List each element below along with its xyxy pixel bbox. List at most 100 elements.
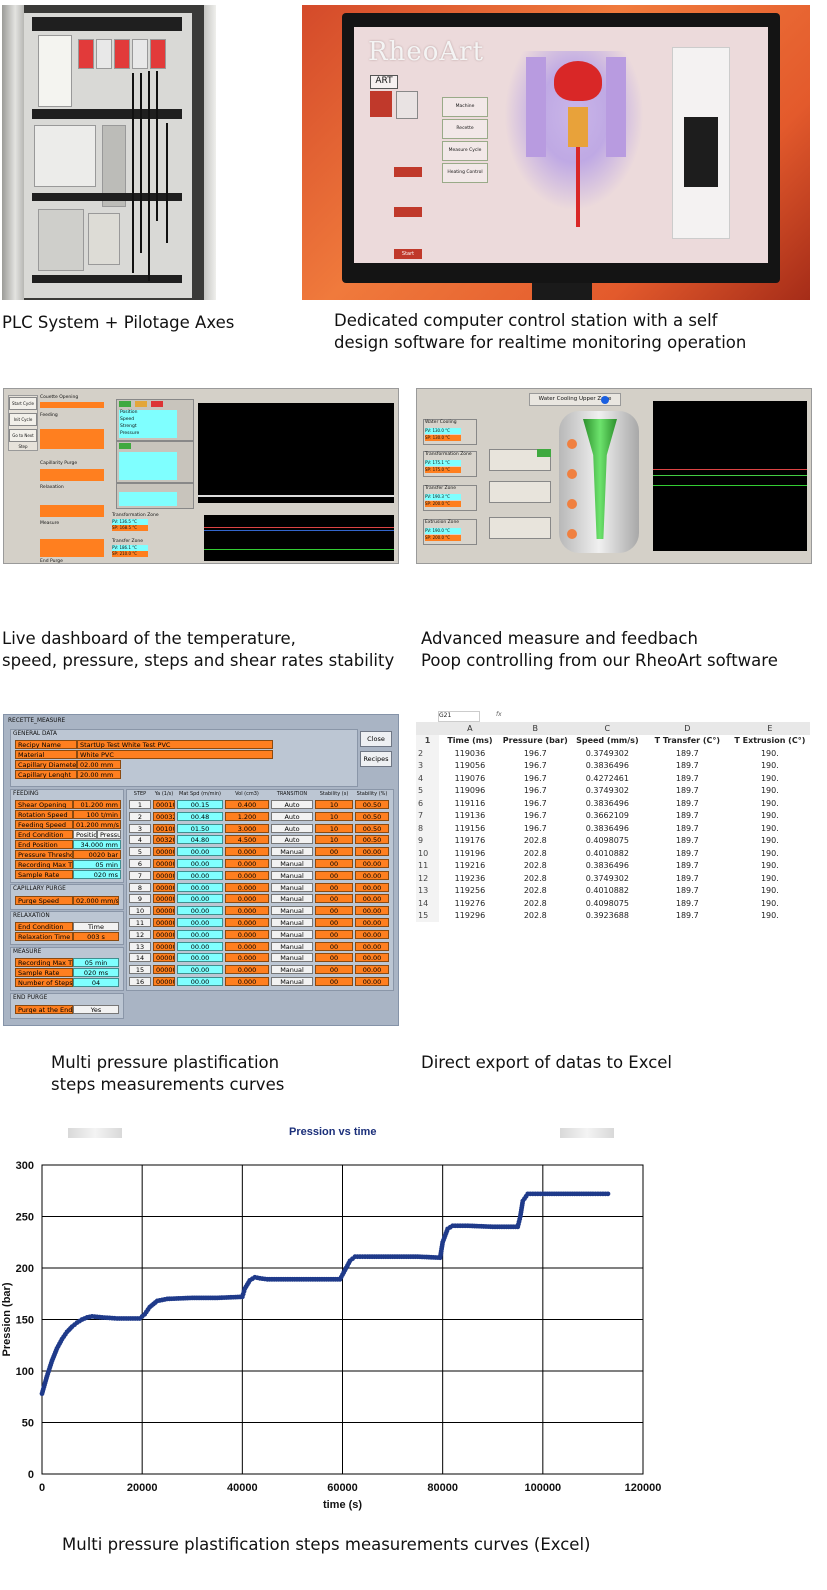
- excel-cell[interactable]: 189.7: [675, 786, 699, 796]
- excel-cell[interactable]: 189.7: [675, 861, 699, 871]
- excel-cell[interactable]: 202.8: [523, 911, 547, 921]
- transition-select[interactable]: Manual: [271, 965, 313, 975]
- excel-cell[interactable]: 0.4098075: [585, 898, 629, 908]
- excel-cell[interactable]: 189.7: [675, 836, 699, 846]
- excel-cell[interactable]: 190.: [760, 886, 779, 896]
- excel-cell[interactable]: 196.7: [523, 786, 547, 796]
- row-number[interactable]: 5: [416, 784, 440, 797]
- excel-cell[interactable]: 190.: [760, 811, 779, 821]
- excel-header[interactable]: T Transfer (C°): [654, 736, 721, 746]
- excel-cell[interactable]: 190.: [760, 848, 779, 858]
- excel-cell[interactable]: 119276: [454, 898, 486, 908]
- start-cycle-button[interactable]: Start Cycle: [9, 397, 37, 410]
- row-number[interactable]: 6: [416, 797, 440, 810]
- transition-select[interactable]: Manual: [271, 941, 313, 951]
- transition-select[interactable]: Manual: [271, 859, 313, 868]
- excel-cell[interactable]: 189.7: [675, 873, 699, 883]
- excel-cell[interactable]: 119096: [454, 786, 486, 796]
- excel-cell[interactable]: 119196: [454, 848, 486, 858]
- transition-select[interactable]: Manual: [271, 847, 313, 857]
- monitor-menu-2[interactable]: Recette: [442, 119, 488, 139]
- excel-cell[interactable]: 196.7: [523, 748, 547, 758]
- excel-cell[interactable]: 189.7: [675, 798, 699, 808]
- excel-cell[interactable]: 119256: [454, 886, 486, 896]
- transition-select[interactable]: Manual: [271, 894, 313, 904]
- transition-select[interactable]: Manual: [271, 953, 313, 963]
- excel-cell[interactable]: 190.: [760, 911, 779, 921]
- excel-cell[interactable]: 190.: [760, 898, 779, 908]
- excel-cell[interactable]: 189.7: [675, 811, 699, 821]
- row-number[interactable]: 13: [416, 884, 440, 897]
- excel-cell[interactable]: 189.7: [675, 911, 699, 921]
- transition-select[interactable]: Manual: [271, 929, 313, 939]
- row-number[interactable]: 7: [416, 809, 440, 822]
- excel-cell[interactable]: 0.4098075: [585, 836, 629, 846]
- excel-cell[interactable]: 196.7: [523, 761, 547, 771]
- excel-cell[interactable]: 119216: [454, 861, 486, 871]
- excel-cell[interactable]: 119136: [454, 811, 486, 821]
- column-letter[interactable]: E: [729, 722, 810, 735]
- excel-cell[interactable]: 190.: [760, 761, 779, 771]
- row-number[interactable]: 11: [416, 859, 440, 872]
- excel-cell[interactable]: 189.7: [675, 886, 699, 896]
- excel-cell[interactable]: 0.3662109: [585, 811, 629, 821]
- row-number[interactable]: 10: [416, 847, 440, 860]
- excel-cell[interactable]: 119156: [454, 823, 486, 833]
- column-letter[interactable]: B: [500, 722, 570, 735]
- monitor-button-1[interactable]: Start: [394, 249, 422, 259]
- row-number[interactable]: 4: [416, 772, 440, 785]
- excel-cell[interactable]: 202.8: [523, 898, 547, 908]
- excel-cell[interactable]: 202.8: [523, 861, 547, 871]
- transition-select[interactable]: Manual: [271, 882, 313, 892]
- excel-cell[interactable]: 0.3836496: [585, 823, 629, 833]
- row-number[interactable]: 3: [416, 759, 440, 772]
- excel-cell[interactable]: 202.8: [523, 836, 547, 846]
- excel-cell[interactable]: 190.: [760, 798, 779, 808]
- transition-select[interactable]: Auto: [271, 811, 313, 821]
- row-number[interactable]: 8: [416, 822, 440, 835]
- excel-cell[interactable]: 119236: [454, 873, 486, 883]
- excel-cell[interactable]: 0.3749302: [585, 748, 629, 758]
- excel-cell[interactable]: 190.: [760, 861, 779, 871]
- excel-cell[interactable]: 119116: [454, 798, 486, 808]
- excel-cell[interactable]: 190.: [760, 823, 779, 833]
- excel-header[interactable]: Speed (mm/s): [576, 736, 639, 746]
- excel-cell[interactable]: 0.4010882: [585, 848, 629, 858]
- excel-cell[interactable]: 0.4272461: [585, 773, 629, 783]
- excel-cell[interactable]: 190.: [760, 773, 779, 783]
- init-cycle-button[interactable]: Init Cycle: [9, 413, 37, 426]
- recipes-button[interactable]: Recipes: [360, 751, 392, 767]
- close-button[interactable]: Close: [360, 731, 392, 747]
- excel-cell[interactable]: 0.4010882: [585, 886, 629, 896]
- excel-header[interactable]: Pressure (bar): [502, 736, 568, 746]
- monitor-menu-1[interactable]: Machine Parameters: [442, 97, 488, 127]
- excel-cell[interactable]: 196.7: [523, 823, 547, 833]
- row-number[interactable]: 12: [416, 872, 440, 885]
- excel-cell[interactable]: 119176: [454, 836, 486, 846]
- excel-cell[interactable]: 119076: [454, 773, 486, 783]
- monitor-menu-3[interactable]: Measure Cycle: [442, 141, 488, 161]
- excel-cell[interactable]: 202.8: [523, 848, 547, 858]
- transition-select[interactable]: Manual: [271, 906, 313, 916]
- excel-cell[interactable]: 119036: [454, 748, 486, 758]
- excel-cell[interactable]: 190.: [760, 873, 779, 883]
- excel-cell[interactable]: 0.3923688: [585, 911, 629, 921]
- transition-select[interactable]: Auto: [271, 823, 313, 833]
- excel-cell[interactable]: 0.3836496: [585, 798, 629, 808]
- excel-cell[interactable]: 189.7: [675, 773, 699, 783]
- excel-cell[interactable]: 119296: [454, 911, 486, 921]
- row-number[interactable]: 9: [416, 834, 440, 847]
- excel-cell[interactable]: 119056: [454, 761, 486, 771]
- excel-cell[interactable]: 189.7: [675, 898, 699, 908]
- excel-cell[interactable]: 190.: [760, 786, 779, 796]
- excel-cell[interactable]: 196.7: [523, 811, 547, 821]
- excel-header[interactable]: Time (ms): [447, 736, 493, 746]
- excel-cell[interactable]: 202.8: [523, 886, 547, 896]
- end-condition-position[interactable]: Position: [73, 830, 97, 839]
- transition-select[interactable]: Auto: [271, 835, 313, 845]
- column-letter[interactable]: A: [439, 722, 501, 735]
- column-letter[interactable]: D: [644, 722, 730, 735]
- excel-cell[interactable]: 0.3749302: [585, 786, 629, 796]
- row-number[interactable]: 14: [416, 897, 440, 910]
- row-number[interactable]: 2: [416, 747, 440, 760]
